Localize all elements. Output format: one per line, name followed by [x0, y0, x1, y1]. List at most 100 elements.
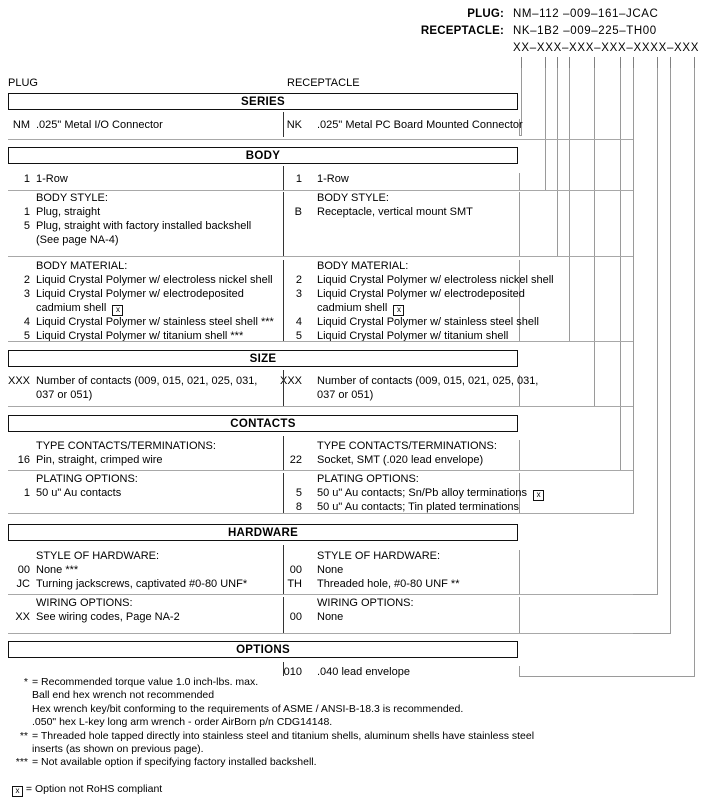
subsection-heading: BODY STYLE: — [36, 192, 108, 204]
option-description: Liquid Crystal Polymer w/ electroless ni… — [36, 274, 273, 286]
section-separator — [8, 633, 633, 634]
leader-return — [519, 597, 520, 633]
option-code: XXX — [279, 375, 302, 387]
subsection-heading: STYLE OF HARDWARE: — [317, 550, 441, 562]
option-description: 037 or 051) — [36, 389, 93, 401]
column-divider — [283, 662, 284, 676]
leader-return — [519, 375, 520, 406]
option-code: NK — [286, 119, 302, 131]
section-title-bar: OPTIONS — [8, 641, 518, 658]
footnote-line: inserts (as shown on previous page). — [32, 743, 204, 756]
pattern-tick — [545, 57, 546, 68]
option-code: 16 — [17, 454, 30, 466]
column-divider — [283, 473, 284, 513]
option-description: cadmium shell x — [36, 302, 124, 316]
option-code: 1 — [23, 173, 30, 185]
table-row: XXX Number of contacts (009, 015, 021, 02… — [0, 375, 703, 389]
rohs-legend: x = Option not RoHS compliant — [6, 782, 646, 797]
rohs-legend-text: = Option not RoHS compliant — [25, 782, 163, 795]
option-description: Liquid Crystal Polymer w/ electroless ni… — [317, 274, 554, 286]
subsection-heading: WIRING OPTIONS: — [317, 597, 414, 609]
leader-line — [521, 68, 522, 135]
section-separator — [8, 341, 633, 342]
table-row: 037 or 051) — [0, 389, 703, 403]
option-code: 3 — [295, 288, 302, 300]
option-description: Liquid Crystal Polymer w/ titanium shell — [317, 330, 509, 342]
section-title: CONTACTS — [230, 417, 296, 430]
option-description: Liquid Crystal Polymer w/ titanium shell… — [36, 330, 244, 342]
option-description: 1-Row — [36, 173, 68, 185]
leader-line — [670, 68, 671, 633]
leader-return — [519, 666, 520, 676]
footnote-marker: ** — [19, 729, 28, 742]
table-row: 1 1-Row — [0, 173, 703, 187]
option-code: TH — [287, 578, 302, 590]
option-description: Liquid Crystal Polymer w/ stainless stee… — [36, 316, 274, 328]
leader-line — [620, 68, 621, 470]
leader-return — [519, 473, 520, 513]
option-description: .025" Metal I/O Connector — [36, 119, 163, 131]
section-title: OPTIONS — [236, 643, 290, 656]
pattern-tick — [633, 57, 634, 68]
section-separator — [8, 190, 633, 191]
leader-return — [519, 119, 520, 135]
table-row: 2 Liquid Crystal Polymer w/ electroless n… — [0, 274, 703, 288]
receptacle-part-number-row: RECEPTACLE: NK–1B2 –009–225–TH00 — [400, 25, 703, 42]
leader-line — [545, 68, 546, 190]
rohs-noncompliant-icon: x — [12, 785, 23, 797]
rohs-noncompliant-icon: x — [393, 305, 405, 316]
subsection-heading: PLATING OPTIONS: — [317, 473, 419, 485]
table-row: 037 or 051) — [0, 389, 703, 403]
option-code: 5 — [295, 330, 302, 342]
option-code: 2 — [295, 274, 302, 286]
column-caption-plug: PLUG — [8, 77, 38, 89]
section-separator — [8, 256, 633, 257]
option-description: None — [317, 564, 344, 576]
column-divider — [283, 436, 284, 470]
table-row: TH Threaded hole, #0-80 UNF ** — [0, 578, 703, 592]
table-row: 4 Liquid Crystal Polymer w/ stainless ste… — [0, 316, 703, 330]
option-code: 010 — [283, 666, 302, 678]
pattern-tick — [657, 57, 658, 68]
option-description: Socket, SMT (.020 lead envelope) — [317, 454, 484, 466]
plug-label: PLUG: — [467, 8, 504, 20]
pattern-tick — [594, 57, 595, 68]
leader-return — [519, 260, 520, 341]
option-description: 037 or 051) — [317, 389, 374, 401]
option-code: 3 — [23, 288, 30, 300]
option-description: (See page NA-4) — [36, 234, 119, 246]
option-description: Liquid Crystal Polymer w/ electrodeposit… — [317, 288, 525, 300]
section-title-bar: SIZE — [8, 350, 518, 367]
option-code: 1 — [295, 173, 302, 185]
section-separator — [8, 594, 633, 595]
table-row: 3 Liquid Crystal Polymer w/ electrodeposi… — [0, 288, 703, 302]
column-divider — [283, 166, 284, 190]
table-row: NM.025" Metal I/O Connector — [0, 119, 703, 133]
option-description: Turning jackscrews, captivated #0-80 UNF… — [36, 578, 248, 590]
leader-elbow — [519, 676, 695, 677]
option-description: Threaded hole, #0-80 UNF ** — [317, 578, 460, 590]
table-row: NK.025" Metal PC Board Mounted Connector — [0, 119, 703, 133]
footnotes: *= Recommended torque value 1.0 inch-lbs… — [6, 676, 646, 797]
option-description: 50 u" Au contacts; Sn/Pb alloy terminati… — [317, 487, 545, 501]
table-row: JC Turning jackscrews, captivated #0-80 U… — [0, 578, 703, 592]
option-code: 4 — [23, 316, 30, 328]
option-description: Number of contacts (009, 015, 021, 025, … — [317, 375, 539, 387]
column-divider — [283, 112, 284, 137]
rohs-noncompliant-icon: x — [533, 490, 545, 501]
option-code: 5 — [23, 330, 30, 342]
table-row: 010.040 lead envelope — [0, 666, 703, 680]
option-code: JC — [16, 578, 30, 590]
footnote-marker: *** — [15, 756, 28, 769]
receptacle-part-number: NK–1B2 –009–225–TH00 — [513, 25, 657, 37]
leader-line — [657, 68, 658, 594]
receptacle-label: RECEPTACLE: — [420, 25, 504, 37]
option-code: 1 — [23, 487, 30, 499]
footnote-line: .050" hex L-key long arm wrench - order … — [32, 716, 333, 729]
